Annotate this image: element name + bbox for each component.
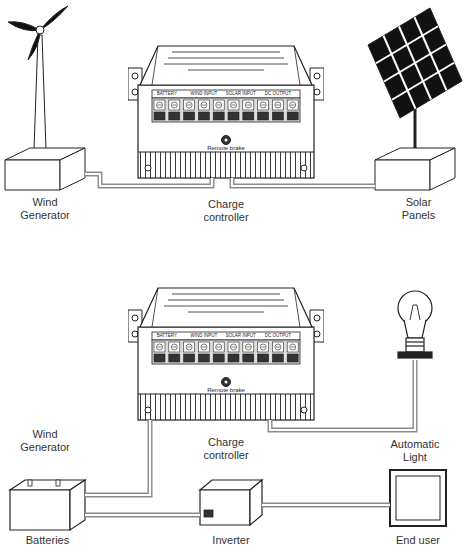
terminal-label: BATTERY [157, 91, 177, 96]
wind-turbine [5, 6, 85, 190]
charge-controller [128, 288, 324, 420]
component-label: Wind Generator [14, 196, 76, 222]
base-front [375, 160, 430, 190]
panel-grid [376, 17, 454, 109]
wire-outline [232, 178, 375, 186]
wire-core [262, 504, 390, 506]
component-node: Charge controller [128, 40, 324, 178]
wire [85, 420, 150, 495]
component-label: Solar Panels [388, 196, 450, 222]
turbine-tower [34, 35, 46, 150]
wire-core [85, 420, 150, 495]
component-node: Automatic Light [390, 288, 440, 360]
component-label: Inverter [191, 534, 271, 547]
turbine-blade [28, 30, 40, 60]
turbine-blade [8, 22, 40, 31]
wire-core [232, 178, 375, 186]
wire [270, 360, 415, 430]
terminal-label: SOLAR INPUT [226, 333, 256, 338]
component-node: Inverter [200, 478, 262, 525]
light-bulb [398, 291, 432, 358]
base-front [5, 160, 60, 190]
turbine-hub [36, 26, 44, 34]
wire [232, 178, 375, 186]
terminal-label: WIND INPUT [190, 333, 217, 338]
terminal-label: SOLAR INPUT [226, 91, 256, 96]
wire-outline [262, 503, 390, 508]
wire [262, 505, 390, 506]
terminal-label: DC OUTPUT [265, 333, 291, 338]
control-label: Remote brake [207, 387, 245, 394]
control-label: Remote brake [207, 145, 245, 152]
battery-box [10, 480, 85, 530]
component-node: Solar Panels [375, 5, 462, 190]
wire-outline [85, 420, 150, 495]
wire-outline [270, 360, 415, 430]
base-side [60, 148, 85, 190]
component-node: Charge controller [128, 282, 324, 420]
terminal-label: DC OUTPUT [265, 91, 291, 96]
component-label: Automatic Light [380, 438, 450, 464]
base-side [430, 148, 455, 190]
end-user-frame [390, 470, 446, 526]
turbine-blade [40, 6, 68, 30]
inverter-box [200, 480, 262, 525]
component-node: End user [390, 470, 446, 526]
wire [85, 174, 212, 186]
panel-face [368, 8, 462, 118]
component-node: Wind Generator [5, 5, 85, 190]
wire-outline [85, 513, 200, 518]
component-node: Batteries [10, 478, 85, 530]
terminal-label: BATTERY [157, 333, 177, 338]
solar-panel [368, 8, 462, 190]
wire-core [270, 360, 415, 430]
wire-core [85, 514, 200, 516]
component-label: Charge controller [195, 198, 257, 224]
component-label: Wind Generator [14, 428, 76, 454]
wire-outline [85, 174, 212, 186]
component-label: End user [378, 534, 458, 547]
wire [85, 515, 200, 516]
component-label: Batteries [8, 534, 88, 547]
component-label: Charge controller [195, 436, 257, 462]
wire-core [85, 174, 212, 186]
terminal-label: WIND INPUT [190, 91, 217, 96]
charge-controller [128, 46, 324, 178]
